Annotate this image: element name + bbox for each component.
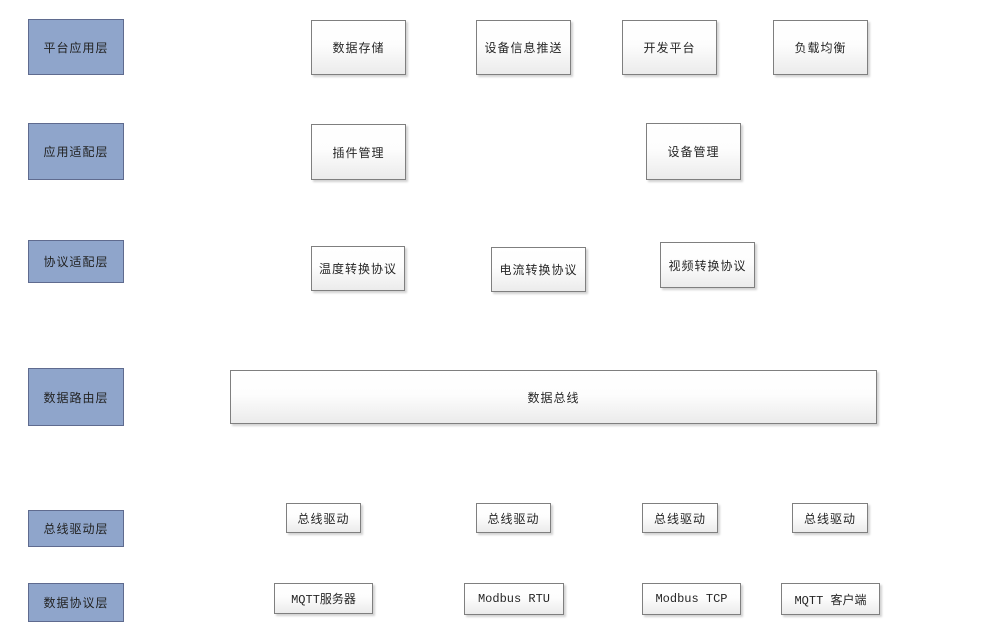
- module-current-protocol: 电流转换协议: [491, 247, 586, 292]
- layer-bus-driver: 总线驱动层: [28, 510, 124, 547]
- module-device-info-push: 设备信息推送: [476, 20, 571, 75]
- module-plugin-management: 插件管理: [311, 124, 406, 180]
- module-data-bus: 数据总线: [230, 370, 877, 424]
- module-modbus-tcp: Modbus TCP: [642, 583, 741, 615]
- layer-platform-application: 平台应用层: [28, 19, 124, 75]
- module-device-management: 设备管理: [646, 123, 741, 180]
- layer-data-protocol: 数据协议层: [28, 583, 124, 622]
- module-modbus-rtu: Modbus RTU: [464, 583, 564, 615]
- module-video-protocol: 视频转换协议: [660, 242, 755, 288]
- module-temperature-protocol: 温度转换协议: [311, 246, 405, 291]
- module-bus-driver-4: 总线驱动: [792, 503, 868, 533]
- module-mqtt-client: MQTT 客户端: [781, 583, 880, 615]
- module-data-storage: 数据存储: [311, 20, 406, 75]
- module-bus-driver-3: 总线驱动: [642, 503, 718, 533]
- module-bus-driver-1: 总线驱动: [286, 503, 361, 533]
- module-mqtt-server: MQTT服务器: [274, 583, 373, 614]
- layer-data-routing: 数据路由层: [28, 368, 124, 426]
- layer-protocol-adaptation: 协议适配层: [28, 240, 124, 283]
- layer-application-adaptation: 应用适配层: [28, 123, 124, 180]
- module-load-balancing: 负载均衡: [773, 20, 868, 75]
- module-dev-platform: 开发平台: [622, 20, 717, 75]
- module-bus-driver-2: 总线驱动: [476, 503, 551, 533]
